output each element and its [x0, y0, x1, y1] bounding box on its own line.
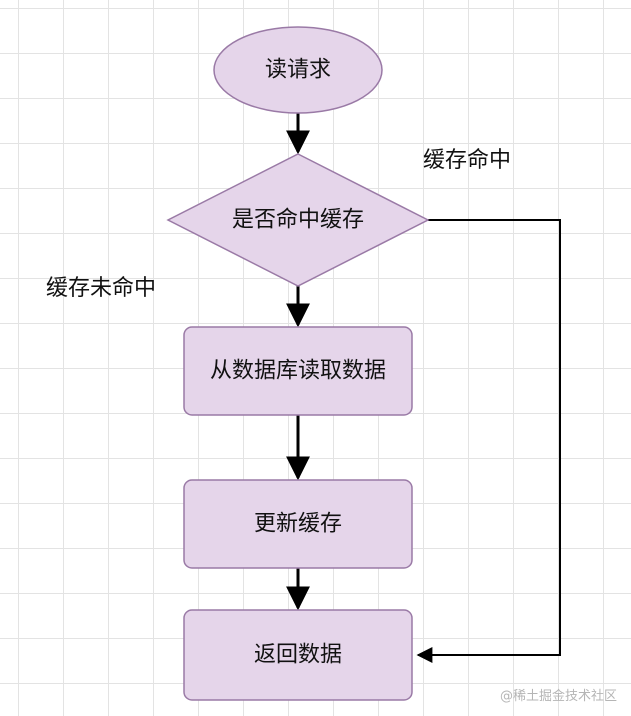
- return-data-label: 返回数据: [254, 643, 342, 668]
- decision-label: 是否命中缓存: [232, 208, 364, 233]
- decision-node: [166, 153, 430, 287]
- edge-decision-hit-to-return: [416, 219, 561, 663]
- read-db-label: 从数据库读取数据: [210, 359, 386, 384]
- edge-label-cache-miss: 缓存未命中: [46, 276, 157, 301]
- update-cache-label: 更新缓存: [254, 512, 342, 537]
- start-node: [213, 26, 383, 114]
- watermark: @稀土掘金技术社区: [499, 689, 617, 704]
- return-data-node: [183, 609, 413, 701]
- update-cache-node: [183, 479, 413, 569]
- read-db-node: [183, 326, 413, 416]
- edge-label-cache-hit: 缓存命中: [423, 148, 512, 173]
- start-label: 读请求: [265, 58, 331, 83]
